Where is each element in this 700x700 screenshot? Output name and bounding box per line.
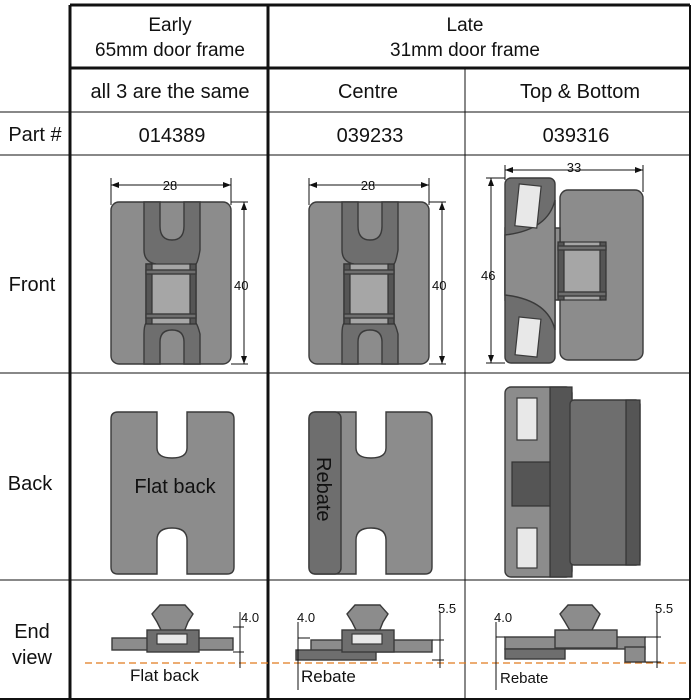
topbottom-header: Top & Bottom [520, 81, 640, 103]
early-end-note: Flat back [130, 666, 199, 685]
early-subtitle: 65mm door frame [95, 40, 245, 61]
end-view-topbottom: 4.0 5.5 Rebate [494, 601, 673, 690]
back-row-label: Back [8, 473, 53, 495]
end-row-label-1: End [14, 621, 50, 643]
topbottom-end-note: Rebate [500, 670, 548, 687]
centre-end-right-dim: 5.5 [438, 601, 456, 616]
part-number-early: 014389 [139, 125, 206, 147]
end-view-centre: 4.0 5.5 Rebate [295, 601, 456, 690]
back-view-early: Flat back [110, 411, 235, 575]
part-row-label: Part # [8, 124, 62, 146]
topbottom-height-dim: 46 [481, 268, 495, 283]
flat-back-label: Flat back [134, 476, 216, 498]
front-view-early: 28 40 [110, 178, 248, 365]
centre-width-dim: 28 [361, 178, 375, 193]
early-height-dim: 40 [234, 278, 248, 293]
topbottom-end-left-dim: 4.0 [494, 610, 512, 625]
back-view-centre: Rebate [308, 411, 433, 575]
late-subtitle: 31mm door frame [390, 40, 540, 61]
rebate-label: Rebate [312, 457, 334, 522]
part-number-topbottom: 039316 [543, 125, 610, 147]
centre-header: Centre [338, 81, 398, 103]
topbottom-end-right-dim: 5.5 [655, 601, 673, 616]
early-variant-note: all 3 are the same [91, 81, 250, 103]
front-row-label: Front [9, 274, 56, 296]
early-title: Early [148, 15, 192, 36]
centre-end-left-dim: 4.0 [297, 610, 315, 625]
front-view-centre: 28 40 [308, 178, 446, 365]
back-view-topbottom [504, 386, 641, 578]
centre-end-note: Rebate [301, 667, 356, 686]
late-title: Late [447, 15, 484, 36]
table-grid [0, 3, 691, 700]
end-view-early: 4.0 Flat back [85, 604, 690, 685]
front-view-topbottom: 33 46 [481, 160, 644, 364]
early-end-depth-dim: 4.0 [241, 610, 259, 625]
end-row-label-2: view [12, 647, 53, 669]
centre-height-dim: 40 [432, 278, 446, 293]
early-width-dim: 28 [163, 178, 177, 193]
part-number-centre: 039233 [337, 125, 404, 147]
topbottom-width-dim: 33 [567, 160, 581, 175]
